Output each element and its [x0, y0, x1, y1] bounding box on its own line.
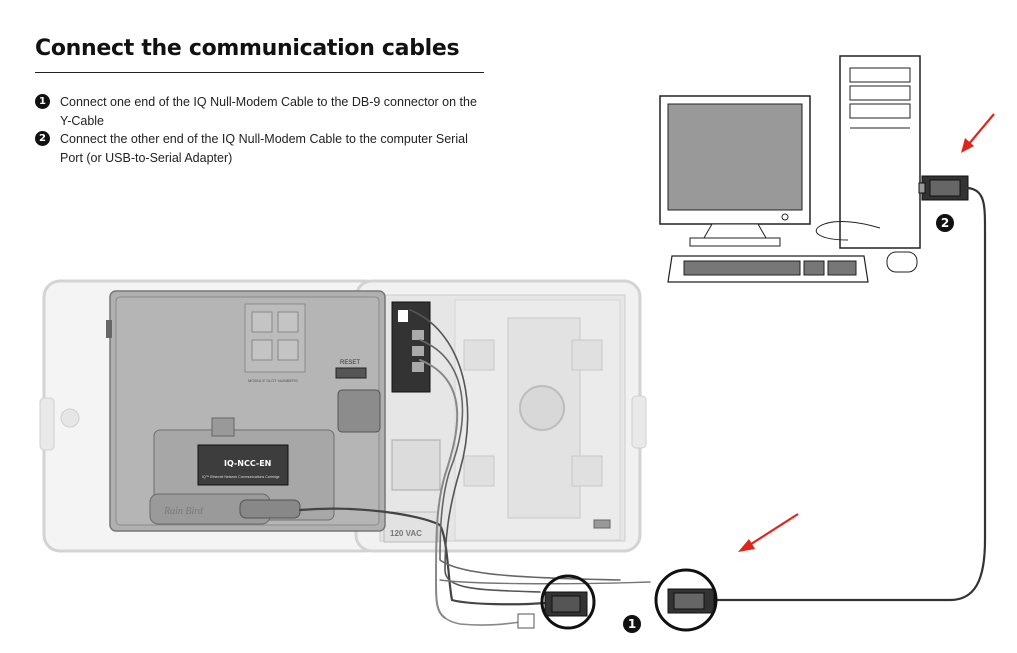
connector-highlight-circle-2 — [654, 568, 718, 632]
brand-label: Rain Bird — [163, 506, 204, 517]
step-2: 2 Connect the other end of the IQ Null-M… — [35, 130, 495, 168]
voltage-label: 120 VAC — [390, 529, 422, 538]
computer-mouse — [886, 251, 918, 273]
step-1-badge: 1 — [35, 94, 50, 109]
reset-label: RESET — [340, 360, 360, 366]
conduit-knockout — [519, 385, 565, 431]
callout-2-badge: 2 — [936, 214, 954, 232]
step-1: 1 Connect one end of the IQ Null-Modem C… — [35, 93, 495, 131]
db9-connector-null-modem — [667, 588, 715, 614]
cables — [298, 186, 987, 626]
callout-1-badge: 1 — [623, 615, 641, 633]
computer-tower — [839, 55, 921, 249]
red-arrow-top — [961, 113, 995, 153]
rj45-plug — [517, 613, 535, 629]
red-arrow-bottom — [738, 513, 799, 552]
terminal-strip — [391, 301, 431, 393]
db9-connector-y-cable — [544, 591, 588, 617]
null-modem-cable — [713, 186, 987, 602]
module-slot-label: MODULE SLOT NUMBERS — [248, 378, 298, 383]
cartridge-sublabel: IQ™ Ethernet Network Communications Cart… — [202, 475, 280, 479]
iq-ncc-en-cartridge: IQ-NCC-EN IQ™ Ethernet Network Communica… — [197, 444, 289, 486]
page-title: Connect the communication cables — [35, 36, 460, 61]
step-1-text: Connect one end of the IQ Null-Modem Cab… — [60, 95, 477, 128]
step-2-badge: 2 — [35, 131, 50, 146]
controller-illustration: 120 VAC MODULE SLOT NUMBERS RESET IQ-NCC… — [39, 279, 647, 553]
connector-highlight-circle-1 — [540, 574, 596, 630]
computer-illustration — [659, 55, 969, 283]
title-rule — [35, 72, 484, 73]
cartridge-label: IQ-NCC-EN — [224, 459, 271, 468]
db9-connector-computer — [918, 175, 969, 201]
y-cable — [298, 507, 547, 606]
reset-button — [335, 367, 367, 379]
step-2-text: Connect the other end of the IQ Null-Mod… — [60, 132, 468, 165]
